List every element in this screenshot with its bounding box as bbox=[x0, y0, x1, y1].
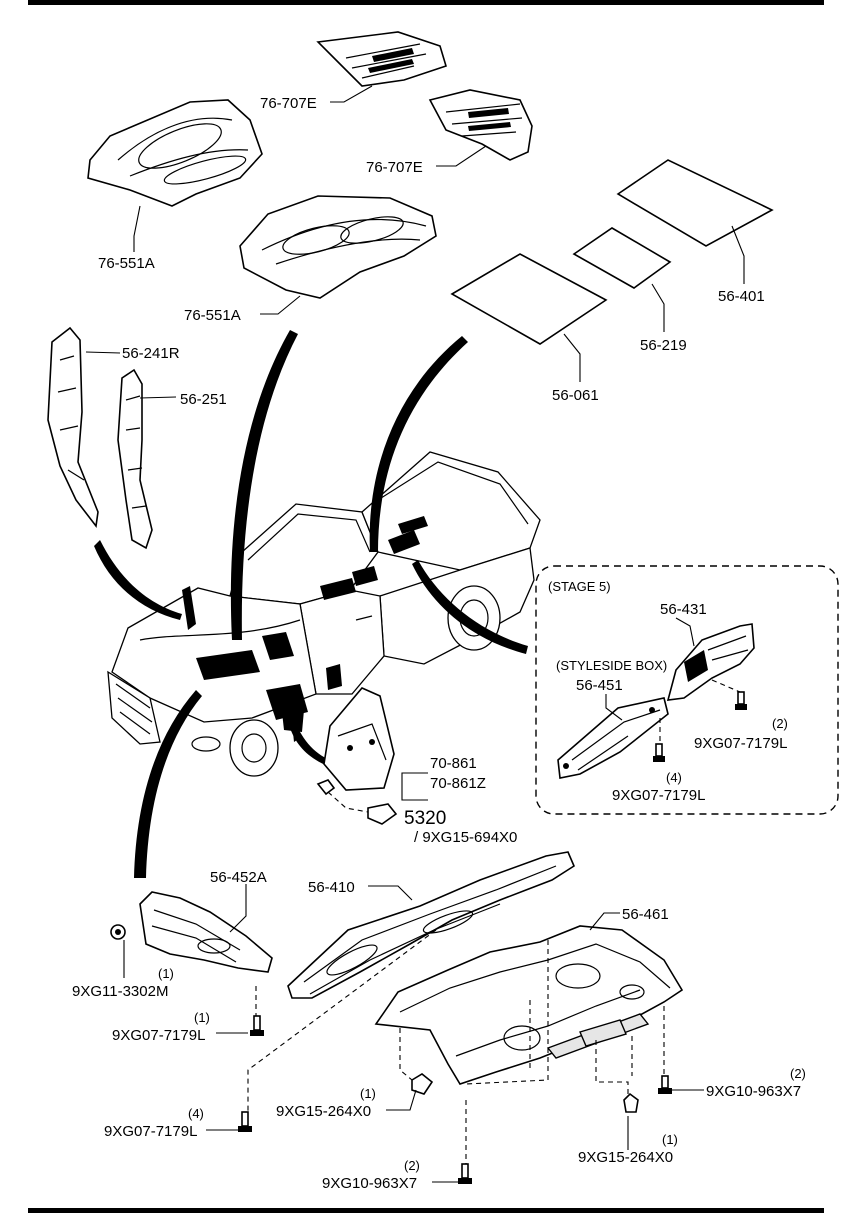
label-56-241R: 56-241R bbox=[122, 345, 180, 362]
insulator-76-551A-lower[interactable] bbox=[239, 195, 437, 299]
bolt-lower-b[interactable] bbox=[238, 1111, 252, 1132]
label-qty-1-a: (1) bbox=[158, 966, 174, 981]
label-qty-1-d: (1) bbox=[662, 1132, 678, 1147]
insulator-76-707E-upper[interactable] bbox=[316, 31, 447, 87]
insulator-56-410[interactable] bbox=[287, 851, 576, 999]
callout-sweeps bbox=[94, 330, 528, 878]
bolt-lower-a[interactable] bbox=[250, 1015, 264, 1036]
label-56-461: 56-461 bbox=[622, 906, 669, 923]
clip-lower-b[interactable] bbox=[623, 1092, 639, 1113]
label-76-551A-b: 76-551A bbox=[184, 307, 241, 324]
label-70-861Z: 70-861Z bbox=[430, 775, 486, 792]
label-56-451: 56-451 bbox=[576, 677, 623, 694]
label-56-431: 56-431 bbox=[660, 601, 707, 618]
top-rule bbox=[28, 0, 824, 5]
bolt-inset-a[interactable] bbox=[711, 679, 747, 710]
label-76-707E-a: 76-707E bbox=[260, 95, 317, 112]
clip-5320[interactable] bbox=[316, 779, 398, 825]
label-56-251: 56-251 bbox=[180, 391, 227, 408]
truck-insulation-marks bbox=[182, 516, 428, 732]
label-qty-2-b: (2) bbox=[404, 1158, 420, 1173]
mudflap-70-861[interactable] bbox=[323, 687, 395, 791]
label-qty-1-c: (1) bbox=[360, 1086, 376, 1101]
leader-lines bbox=[85, 85, 745, 1183]
label-76-707E-b: 76-707E bbox=[366, 159, 423, 176]
bolt-lower-d[interactable] bbox=[658, 1075, 672, 1094]
label-bolt-7179L-b: 9XG07-7179L bbox=[612, 787, 705, 804]
label-bolt-963X7-b: 9XG10-963X7 bbox=[706, 1083, 801, 1100]
label-56-219: 56-219 bbox=[640, 337, 687, 354]
insulator-56-251[interactable] bbox=[117, 368, 153, 550]
label-694X0: / 9XG15-694X0 bbox=[414, 829, 517, 846]
insulator-56-461[interactable] bbox=[374, 925, 684, 1085]
label-qty-4-a: (4) bbox=[666, 770, 682, 785]
label-70-861: 70-861 bbox=[430, 755, 477, 772]
part-56-451[interactable] bbox=[557, 697, 669, 779]
part-labels: 76-707E 76-707E 76-551A 76-551A 56-401 5… bbox=[72, 95, 806, 1192]
insulator-56-452A[interactable] bbox=[110, 891, 273, 973]
label-qty-1-b: (1) bbox=[194, 1010, 210, 1025]
part-56-431[interactable] bbox=[666, 623, 755, 701]
label-styleside: (STYLESIDE BOX) bbox=[556, 658, 667, 673]
pad-56-401[interactable] bbox=[616, 159, 774, 247]
bolt-lower-c[interactable] bbox=[458, 1163, 472, 1184]
label-qty-2-a: (2) bbox=[772, 716, 788, 731]
label-nut-3302M: 9XG11-3302M bbox=[72, 983, 168, 1000]
assembly-lines bbox=[247, 929, 665, 1164]
pad-56-219[interactable] bbox=[572, 227, 672, 289]
label-bolt-963X7-a: 9XG10-963X7 bbox=[322, 1175, 417, 1192]
label-clip-264X0-a: 9XG15-264X0 bbox=[276, 1103, 371, 1120]
label-bolt-7179L-d: 9XG07-7179L bbox=[104, 1123, 197, 1140]
label-76-551A-a: 76-551A bbox=[98, 255, 155, 272]
label-56-061: 56-061 bbox=[552, 387, 599, 404]
label-clip-264X0-b: 9XG15-264X0 bbox=[578, 1149, 673, 1166]
label-bolt-7179L-a: 9XG07-7179L bbox=[694, 735, 787, 752]
label-5320: 5320 bbox=[404, 808, 446, 829]
insulator-76-707E-lower[interactable] bbox=[428, 89, 533, 161]
label-56-410: 56-410 bbox=[308, 879, 355, 896]
label-qty-2-c: (2) bbox=[790, 1066, 806, 1081]
label-stage: (STAGE 5) bbox=[548, 579, 611, 594]
insulator-56-241R[interactable] bbox=[47, 326, 99, 528]
insulator-76-551A-upper[interactable] bbox=[87, 99, 263, 207]
stage5-inset bbox=[535, 565, 839, 815]
label-bolt-7179L-c: 9XG07-7179L bbox=[112, 1027, 205, 1044]
bottom-rule bbox=[28, 1208, 824, 1213]
clip-lower-a[interactable] bbox=[411, 1073, 434, 1095]
bolt-inset-b[interactable] bbox=[653, 718, 665, 762]
label-56-452A: 56-452A bbox=[210, 869, 267, 886]
pad-56-061[interactable] bbox=[450, 253, 608, 345]
label-56-401: 56-401 bbox=[718, 288, 765, 305]
label-qty-4-b: (4) bbox=[188, 1106, 204, 1121]
